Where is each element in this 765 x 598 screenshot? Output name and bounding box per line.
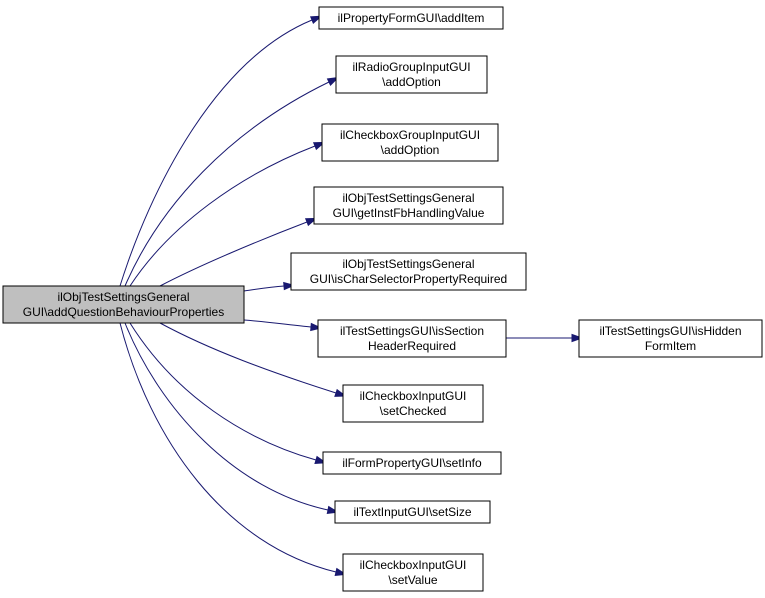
node-box bbox=[313, 186, 504, 225]
edge-line bbox=[119, 19, 313, 287]
node-label-line: \addOption bbox=[381, 143, 440, 157]
node-box bbox=[2, 285, 245, 324]
function-node[interactable]: ilFormPropertyGUI\setInfo bbox=[322, 451, 502, 475]
edge-line bbox=[119, 322, 337, 573]
root-function-node: ilObjTestSettingsGeneralGUI\addQuestionB… bbox=[2, 285, 245, 324]
node-label-line: FormItem bbox=[645, 339, 696, 353]
node-label-line: ilTestSettingsGUI\isHidden bbox=[599, 324, 741, 338]
node-label-line: ilObjTestSettingsGeneral bbox=[342, 191, 474, 205]
edges-layer bbox=[119, 15, 584, 576]
nodes-layer: ilObjTestSettingsGeneralGUI\addQuestionB… bbox=[2, 6, 763, 592]
edge-line bbox=[243, 285, 285, 292]
node-label-line: \setValue bbox=[388, 573, 437, 587]
node-box bbox=[318, 6, 504, 30]
edge-arrowhead bbox=[310, 322, 323, 332]
node-box bbox=[334, 500, 491, 524]
node-box bbox=[578, 319, 763, 358]
function-node[interactable]: ilObjTestSettingsGeneralGUI\getInstFbHan… bbox=[313, 186, 504, 225]
node-box bbox=[322, 451, 502, 475]
node-box bbox=[290, 252, 527, 291]
node-box bbox=[335, 55, 488, 94]
node-box bbox=[321, 123, 499, 162]
function-node[interactable]: ilCheckboxGroupInputGUI\addOption bbox=[321, 123, 499, 162]
edge-arrowhead bbox=[571, 333, 584, 343]
edge-root-to-n1 bbox=[119, 15, 323, 287]
edge-line bbox=[129, 322, 317, 461]
node-label-line: HeaderRequired bbox=[368, 339, 456, 353]
function-node[interactable]: ilCheckboxInputGUI\setChecked bbox=[342, 384, 484, 423]
node-label-line: ilCheckboxInputGUI bbox=[360, 558, 467, 572]
edge-line bbox=[159, 322, 337, 394]
edge-arrowhead bbox=[326, 76, 340, 86]
node-label-line: GUI\isCharSelectorPropertyRequired bbox=[310, 272, 507, 286]
edge-n6-to-n7 bbox=[506, 333, 584, 343]
function-node[interactable]: ilPropertyFormGUI\addItem bbox=[318, 6, 504, 30]
edge-root-to-n11 bbox=[119, 322, 348, 576]
node-label-line: ilTestSettingsGUI\isSection bbox=[340, 324, 484, 338]
node-label-line: \addOption bbox=[382, 75, 441, 89]
edge-root-to-n6 bbox=[243, 319, 323, 332]
edge-line bbox=[124, 81, 330, 287]
edge-root-to-n2 bbox=[124, 76, 340, 287]
node-label-line: GUI\getInstFbHandlingValue bbox=[333, 206, 485, 220]
edge-line bbox=[243, 319, 312, 328]
edge-arrowhead bbox=[283, 281, 296, 291]
node-label-line: ilCheckboxGroupInputGUI bbox=[340, 128, 480, 142]
node-box bbox=[342, 553, 484, 592]
edge-line bbox=[129, 145, 316, 287]
node-label-line: \setChecked bbox=[380, 404, 447, 418]
node-box bbox=[317, 319, 507, 358]
function-node[interactable]: ilRadioGroupInputGUI\addOption bbox=[335, 55, 488, 94]
edge-line bbox=[124, 322, 329, 511]
node-label-line: ilFormPropertyGUI\setInfo bbox=[342, 456, 482, 470]
node-label-line: ilObjTestSettingsGeneral bbox=[57, 290, 189, 304]
function-node[interactable]: ilTestSettingsGUI\isSectionHeaderRequire… bbox=[317, 319, 507, 358]
edge-root-to-n10 bbox=[124, 322, 340, 514]
edge-root-to-n9 bbox=[129, 322, 328, 464]
node-label-line: ilObjTestSettingsGeneral bbox=[342, 257, 474, 271]
edge-line bbox=[159, 221, 308, 287]
edge-root-to-n5 bbox=[243, 281, 296, 292]
node-label-line: GUI\addQuestionBehaviourProperties bbox=[23, 305, 224, 319]
node-box bbox=[342, 384, 484, 423]
node-label-line: ilRadioGroupInputGUI bbox=[352, 60, 470, 74]
function-node[interactable]: ilCheckboxInputGUI\setValue bbox=[342, 553, 484, 592]
function-node[interactable]: ilTextInputGUI\setSize bbox=[334, 500, 491, 524]
node-label-line: ilCheckboxInputGUI bbox=[360, 389, 467, 403]
node-label-line: ilPropertyFormGUI\addItem bbox=[338, 11, 485, 25]
function-node[interactable]: ilObjTestSettingsGeneralGUI\isCharSelect… bbox=[290, 252, 527, 291]
node-label-line: ilTextInputGUI\setSize bbox=[353, 505, 471, 519]
